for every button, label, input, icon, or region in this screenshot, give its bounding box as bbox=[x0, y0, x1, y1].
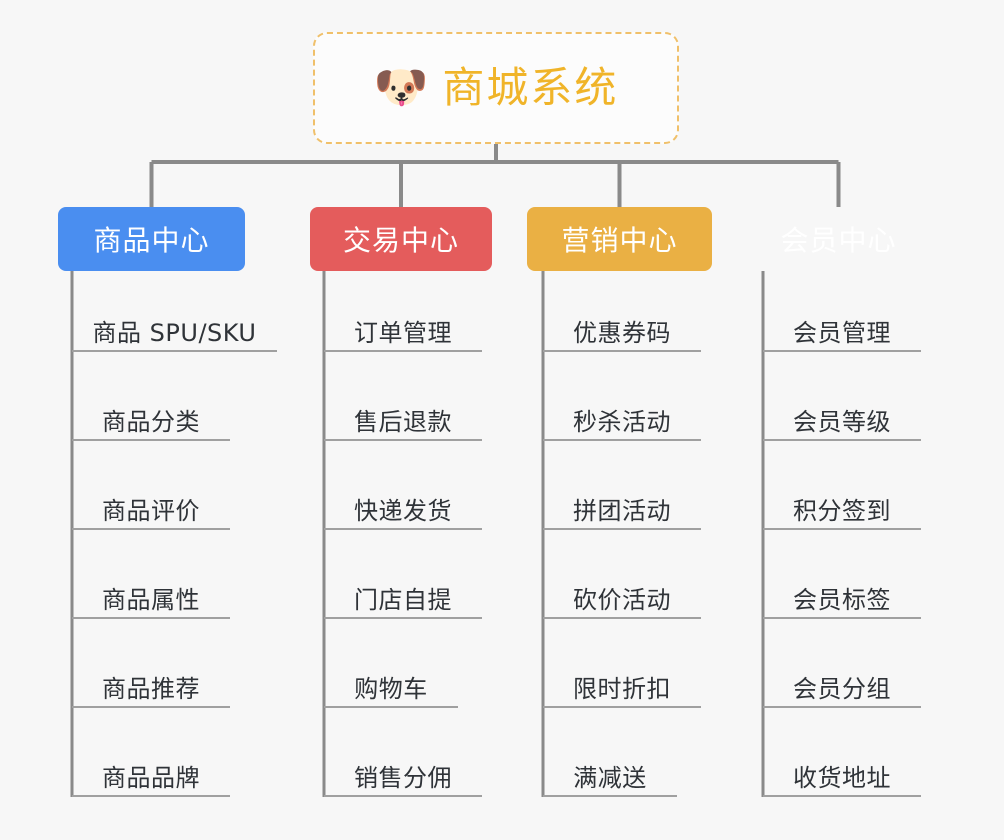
leaf-item-label: 快递发货 bbox=[354, 496, 452, 525]
leaf-item[interactable]: 优惠券码 bbox=[543, 310, 701, 352]
leaf-item-label: 商品属性 bbox=[102, 585, 200, 614]
leaf-item[interactable]: 积分签到 bbox=[763, 488, 921, 530]
leaf-item[interactable]: 商品推荐 bbox=[72, 666, 230, 708]
leaf-item[interactable]: 购物车 bbox=[324, 666, 458, 708]
leaf-item[interactable]: 商品评价 bbox=[72, 488, 230, 530]
root-node[interactable]: 🐶 商城系统 bbox=[313, 32, 679, 144]
leaf-item[interactable]: 砍价活动 bbox=[543, 577, 701, 619]
leaf-item[interactable]: 门店自提 bbox=[324, 577, 482, 619]
leaf-item[interactable]: 订单管理 bbox=[324, 310, 482, 352]
leaf-item-label: 砍价活动 bbox=[573, 585, 671, 614]
leaf-item-label: 商品评价 bbox=[102, 496, 200, 525]
leaf-item-label: 商品 SPU/SKU bbox=[92, 318, 257, 347]
leaf-item-label: 商品品牌 bbox=[102, 763, 200, 792]
leaf-item-label: 积分签到 bbox=[793, 496, 891, 525]
category-label: 会员中心 bbox=[780, 224, 897, 257]
leaf-item[interactable]: 商品分类 bbox=[72, 399, 230, 441]
leaf-item-label: 收货地址 bbox=[793, 763, 891, 792]
category-label: 商品中心 bbox=[93, 224, 210, 257]
leaf-item-label: 拼团活动 bbox=[573, 496, 671, 525]
leaf-item-label: 订单管理 bbox=[354, 318, 452, 347]
leaf-item-label: 会员标签 bbox=[793, 585, 891, 614]
category-box-product-center[interactable]: 商品中心 bbox=[58, 207, 245, 271]
category-box-trade-center[interactable]: 交易中心 bbox=[310, 207, 492, 271]
leaf-item[interactable]: 会员等级 bbox=[763, 399, 921, 441]
leaf-item[interactable]: 限时折扣 bbox=[543, 666, 701, 708]
category-label: 交易中心 bbox=[342, 224, 459, 257]
leaf-item[interactable]: 商品品牌 bbox=[72, 755, 230, 797]
leaf-item[interactable]: 满减送 bbox=[543, 755, 677, 797]
leaf-item-label: 限时折扣 bbox=[573, 674, 671, 703]
leaf-item[interactable]: 秒杀活动 bbox=[543, 399, 701, 441]
leaf-item[interactable]: 商品 SPU/SKU bbox=[72, 310, 277, 352]
category-label: 营销中心 bbox=[561, 224, 678, 257]
leaf-item-label: 秒杀活动 bbox=[573, 407, 671, 436]
leaf-item[interactable]: 会员管理 bbox=[763, 310, 921, 352]
leaf-item-label: 销售分佣 bbox=[354, 763, 452, 792]
leaf-item-label: 商品分类 bbox=[102, 407, 200, 436]
category-box-member-center[interactable]: 会员中心 bbox=[745, 207, 932, 271]
leaf-item-label: 优惠券码 bbox=[573, 318, 671, 347]
leaf-item-label: 会员分组 bbox=[793, 674, 891, 703]
leaf-item[interactable]: 商品属性 bbox=[72, 577, 230, 619]
leaf-item-label: 会员等级 bbox=[793, 407, 891, 436]
dog-face-icon: 🐶 bbox=[373, 62, 429, 113]
leaf-item[interactable]: 会员标签 bbox=[763, 577, 921, 619]
leaf-item[interactable]: 收货地址 bbox=[763, 755, 921, 797]
leaf-item[interactable]: 销售分佣 bbox=[324, 755, 482, 797]
leaf-item-label: 售后退款 bbox=[354, 407, 452, 436]
leaf-item-label: 满减送 bbox=[573, 763, 647, 792]
root-title: 商城系统 bbox=[442, 63, 619, 112]
leaf-item-label: 商品推荐 bbox=[102, 674, 200, 703]
category-box-marketing-center[interactable]: 营销中心 bbox=[527, 207, 712, 271]
leaf-item[interactable]: 快递发货 bbox=[324, 488, 482, 530]
leaf-item[interactable]: 售后退款 bbox=[324, 399, 482, 441]
leaf-item-label: 会员管理 bbox=[793, 318, 891, 347]
leaf-item-label: 门店自提 bbox=[354, 585, 452, 614]
leaf-item[interactable]: 拼团活动 bbox=[543, 488, 701, 530]
leaf-item-label: 购物车 bbox=[354, 674, 428, 703]
leaf-item[interactable]: 会员分组 bbox=[763, 666, 921, 708]
